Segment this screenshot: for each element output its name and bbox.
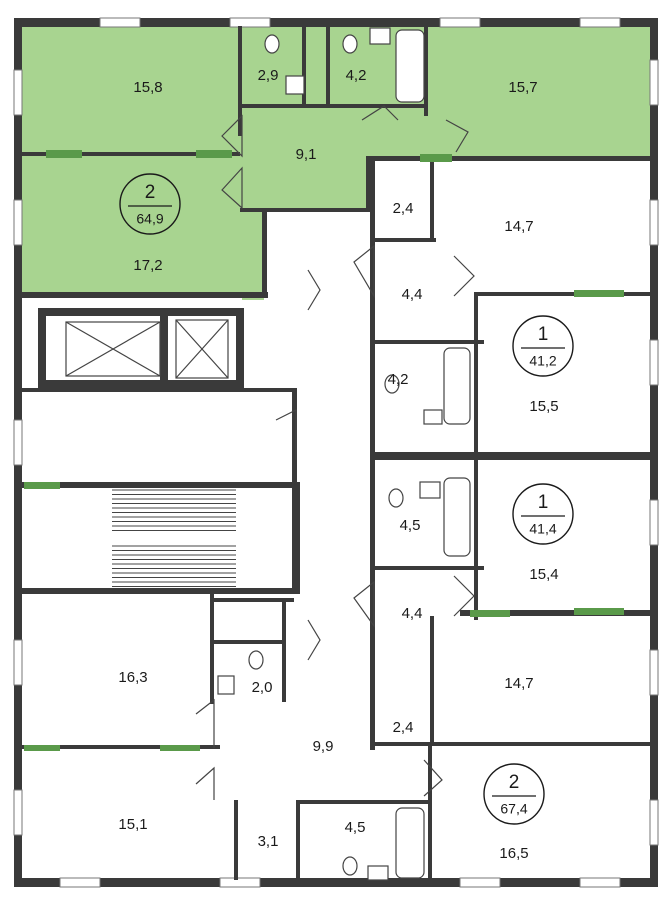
room-area-label: 4,2 <box>346 67 367 84</box>
toilets <box>248 34 404 876</box>
badge-circle <box>512 315 574 377</box>
room-area-label: 4,4 <box>402 605 423 622</box>
interior-walls <box>20 26 650 880</box>
apartment-area: 41,2 <box>529 353 556 369</box>
room-area-label: 9,1 <box>296 146 317 163</box>
apartment-badge-apt-2-bottom[interactable]: 267,4 <box>483 763 545 825</box>
elevator-shaft-right <box>175 319 229 379</box>
room-area-label: 2,4 <box>393 719 414 736</box>
door-swings <box>195 105 475 800</box>
room-area-label: 14,7 <box>504 218 533 235</box>
room-area-label: 2,0 <box>252 679 273 696</box>
apartment-badge-apt-2-top[interactable]: 264,9 <box>119 173 181 235</box>
room-area-label: 15,5 <box>529 398 558 415</box>
apartment-area: 67,4 <box>500 801 527 817</box>
room-area-label: 4,5 <box>345 819 366 836</box>
room-area-label: 4,4 <box>402 286 423 303</box>
sinks <box>217 27 443 881</box>
room-labels: 15,8 2,9 4,2 15,7 9,1 17,2 2,4 14,7 4,4 4,2 15,5 4,… <box>118 67 558 862</box>
apartment-area: 64,9 <box>136 211 163 227</box>
room-area-label: 2,4 <box>393 200 414 217</box>
apartment-room-count: 2 <box>509 772 520 793</box>
badge-circle <box>483 763 545 825</box>
room-area-label: 4,2 <box>388 371 409 388</box>
highlighted-apartment[interactable] <box>20 26 650 300</box>
room-area-label: 15,4 <box>529 566 558 583</box>
room-area-label: 16,3 <box>118 669 147 686</box>
bathtubs <box>395 29 471 879</box>
elevator-shaft-left <box>65 321 161 377</box>
room-area-label: 15,1 <box>118 816 147 833</box>
badge-circle <box>119 173 181 235</box>
room-area-label: 15,8 <box>133 79 162 96</box>
room-area-label: 4,5 <box>400 517 421 534</box>
room-area-label: 16,5 <box>499 845 528 862</box>
apartment-room-count: 2 <box>145 182 156 203</box>
room-area-label: 17,2 <box>133 257 162 274</box>
room-area-label: 14,7 <box>504 675 533 692</box>
room-area-label: 3,1 <box>258 833 279 850</box>
room-area-label: 9,9 <box>313 738 334 755</box>
facade-windows <box>13 17 659 888</box>
room-area-label: 15,7 <box>508 79 537 96</box>
room-area-label: 2,9 <box>258 67 279 84</box>
apartment-badge-apt-1-lower[interactable]: 141,4 <box>512 483 574 545</box>
apartment-badge-apt-1-upper[interactable]: 141,2 <box>512 315 574 377</box>
window-sills <box>24 150 624 751</box>
badge-circle <box>512 483 574 545</box>
apartment-room-count: 1 <box>538 324 549 345</box>
staircase <box>112 489 236 587</box>
apartment-room-count: 1 <box>538 492 549 513</box>
apartment-area: 41,4 <box>529 521 556 537</box>
